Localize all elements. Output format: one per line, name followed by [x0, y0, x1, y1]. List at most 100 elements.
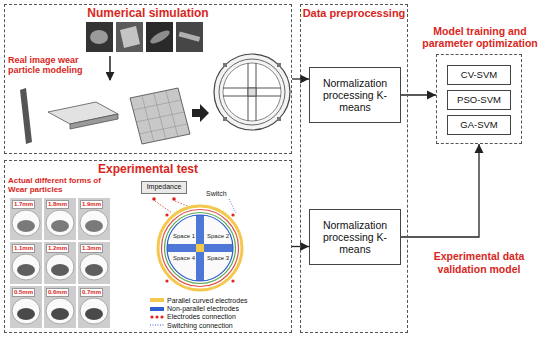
sensor-model: [277, 117, 281, 121]
particle-models: [130, 88, 190, 144]
impedance-box: Impedance: [141, 181, 187, 194]
model-box: GA-SVM: [447, 115, 511, 135]
particle-models: [70, 114, 118, 129]
particle-cups: [10, 198, 42, 240]
size-tag: 1.2mm: [46, 244, 69, 253]
particle-photos: [116, 22, 143, 52]
sensor-electrodes: [231, 213, 234, 216]
particle-cups: [17, 220, 35, 232]
impedance-wiring: [152, 197, 156, 201]
particle-cups: [51, 220, 69, 232]
particle-cups: [44, 286, 76, 328]
preprocessing-panel: Data preprocessingNormalization processi…: [300, 4, 408, 333]
particle-photos: [146, 22, 173, 52]
sensor-electrodes: [167, 244, 233, 252]
particle-photos: [176, 22, 203, 52]
particle-cups: [51, 308, 69, 320]
particle-cups: [85, 308, 103, 320]
impedance-wiring: [229, 199, 236, 213]
sensor-electrodes: [196, 244, 204, 252]
size-tag: 1.3mm: [80, 244, 103, 253]
legend-row: Switching connection: [150, 321, 248, 329]
particle-cups: [10, 198, 110, 328]
panel-heading: Data preprocessing: [301, 5, 407, 20]
model-box: CV-SVM: [447, 65, 511, 85]
particle-models: [20, 88, 32, 144]
particle-photos: [120, 26, 140, 48]
sensor-electrodes: [162, 210, 239, 287]
box-label: CV-SVM: [457, 70, 501, 81]
figure-caption: Actual different forms of Wear particles: [8, 177, 112, 195]
size-tag: 1.9mm: [80, 200, 103, 209]
sensor-electrodes: [167, 215, 233, 281]
sensor-model: [223, 63, 227, 67]
sensor-model: [223, 117, 227, 121]
legend-row: Non-parallel electrodes: [150, 304, 248, 312]
particle-photos: [86, 22, 113, 52]
size-tag: 0.7mm: [80, 288, 103, 297]
box-label: Impedance: [147, 183, 182, 191]
legend-symbol: [160, 315, 163, 318]
sensor-model: [223, 63, 281, 121]
legend: Parallel curved electrodesNon-parallel e…: [150, 296, 248, 330]
model-panel: Model training and parameter optimizatio…: [436, 54, 522, 144]
legend-swatch: [150, 307, 164, 311]
particle-cups: [85, 264, 103, 276]
legend-row: Electrodes connection: [150, 313, 248, 321]
impedance-wiring: [172, 197, 176, 201]
legend-swatch: [150, 298, 164, 302]
legend-symbol: [150, 315, 153, 318]
figure-caption: Real image wear particle modeling: [8, 56, 100, 76]
sensor-electrodes: [165, 213, 236, 284]
particle-cups: [78, 286, 110, 328]
particle-cups: [44, 198, 76, 240]
sensor-model: [223, 63, 281, 121]
part-label: Switch: [206, 190, 227, 198]
legend-text: Electrodes connection: [167, 313, 236, 320]
sensor-electrodes: [158, 206, 242, 290]
size-tag: 1.7mm: [12, 200, 35, 209]
particle-models: [133, 91, 187, 142]
legend-symbol: [150, 325, 164, 326]
particle-cups: [85, 220, 103, 232]
simulation-panel: Numerical simulation: [4, 4, 292, 154]
sensor-electrodes: [196, 215, 204, 281]
sensor-model: [219, 59, 285, 125]
legend-symbol: [155, 315, 158, 318]
particle-cups: [78, 198, 110, 240]
flow-arrow: [401, 144, 479, 237]
part-label: Space 4: [173, 255, 195, 262]
particle-photos: [179, 31, 201, 41]
process-box: Normalization processing K-means: [309, 209, 401, 265]
legend-row: Parallel curved electrodes: [150, 296, 248, 304]
particle-cups: [10, 286, 42, 328]
part-label: Space 2: [207, 233, 229, 240]
particle-cups: [17, 308, 35, 320]
sensor-electrodes: [231, 279, 234, 282]
sensor-electrodes: [165, 279, 168, 282]
legend-symbol: [150, 314, 164, 320]
particle-cups: [17, 264, 35, 276]
sensor-model: [214, 54, 290, 130]
legend-text: Non-parallel electrodes: [167, 305, 239, 312]
process-box: Normalization processing K-means: [309, 67, 401, 123]
part-label: Space 1: [173, 233, 195, 240]
box-label: Normalization processing K-means: [310, 219, 400, 255]
size-tag: 1.1mm: [12, 244, 35, 253]
legend-text: Parallel curved electrodes: [167, 297, 248, 304]
legend-symbol: [150, 322, 164, 328]
sensor-electrodes: [165, 213, 168, 216]
part-label: Space 3: [207, 255, 229, 262]
flow-arrow: [401, 94, 436, 95]
legend-text: Switching connection: [167, 322, 233, 329]
particle-photos: [90, 30, 108, 44]
particle-cups: [51, 264, 69, 276]
sensor-model: [248, 88, 256, 96]
particle-cups: [78, 242, 110, 284]
panel-heading: Numerical simulation: [5, 5, 291, 21]
sensor-model: [214, 54, 290, 130]
flow-arrow: [192, 104, 209, 122]
